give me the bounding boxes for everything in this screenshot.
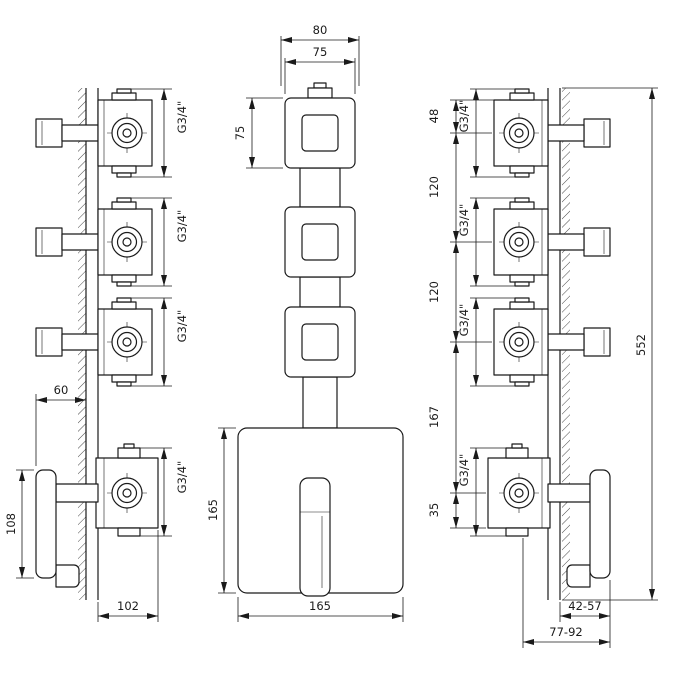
top-pipe-stub: [313, 82, 327, 89]
dim-label-102: 102: [117, 599, 139, 613]
dim-thread-right-mixer: G3/4": [457, 447, 508, 537]
front-view: [237, 82, 404, 597]
valve-3-side-mirrored: [493, 297, 611, 387]
dim-spacing-chain: 48 120 120 167 35: [427, 99, 494, 529]
dim-knob-projection: 42-57: [559, 580, 611, 648]
dim-overall-height: 552: [562, 87, 658, 601]
dim-thread-right-valve2: G3/4": [457, 197, 515, 287]
dim-label-75-width: 75: [313, 45, 328, 59]
dim-label-thread-l4: G3/4": [175, 461, 189, 494]
dim-label-42-57: 42-57: [568, 599, 601, 613]
dim-label-thread-l2: G3/4": [175, 210, 189, 243]
top-cap: [307, 87, 333, 99]
dim-label-thread-l1: G3/4": [175, 101, 189, 134]
connector-1: [299, 167, 341, 208]
dim-label-thread-r2: G3/4": [457, 204, 471, 237]
connector-2: [299, 276, 341, 308]
valve-3-side: [35, 297, 153, 387]
dim-label-120-upper: 120: [427, 176, 441, 198]
escutcheon-3: [284, 306, 356, 378]
mixer-lever-side: [35, 469, 99, 588]
valve-1-side-mirrored: [493, 88, 611, 178]
dim-label-thread-r3: G3/4": [457, 304, 471, 337]
dim-thread-left-valve3: G3/4": [131, 297, 189, 387]
dim-label-77-92: 77-92: [549, 625, 582, 639]
mixer-lever-side-mirrored: [547, 469, 611, 588]
dim-label-75-height: 75: [233, 126, 247, 141]
dim-label-48: 48: [427, 109, 441, 124]
left-side-view: [35, 88, 159, 600]
dim-label-thread-r4: G3/4": [457, 454, 471, 487]
dim-thread-left-valve1: G3/4": [131, 88, 189, 178]
dim-lever-projection: 60: [35, 383, 86, 466]
dim-label-552: 552: [634, 334, 648, 356]
mixer-lever-front: [299, 477, 331, 597]
valve-1-side: [35, 88, 153, 178]
dim-label-thread-l3: G3/4": [175, 310, 189, 343]
valve-2-side: [35, 197, 153, 287]
mixer-body-side: [95, 443, 159, 537]
dim-label-thread-r1: G3/4": [457, 100, 471, 133]
dim-thread-left-valve2: G3/4": [131, 197, 189, 287]
dim-label-167: 167: [427, 406, 441, 428]
dim-plate-width: 165: [237, 597, 404, 622]
right-side-view: [487, 88, 611, 600]
escutcheon-2: [284, 206, 356, 278]
dim-label-60: 60: [54, 383, 69, 397]
dim-escutcheon-height: 75: [233, 97, 283, 169]
dim-top-width-outer: 80: [280, 23, 360, 86]
dim-top-width-inner: 75: [284, 45, 356, 94]
connector-3: [302, 376, 338, 429]
dim-plate-height: 165: [206, 427, 236, 594]
dim-thread-right-valve1: G3/4": [457, 88, 515, 178]
dim-label-165-h: 165: [309, 599, 331, 613]
dim-label-35: 35: [427, 503, 441, 518]
dim-label-165-v: 165: [206, 499, 220, 521]
dim-body-depth: 102: [97, 530, 159, 622]
dim-label-108: 108: [4, 513, 18, 535]
dim-body-projection: 77-92: [522, 538, 610, 648]
valve-2-side-mirrored: [493, 197, 611, 287]
escutcheon-1: [284, 97, 356, 169]
mixer-body-side-mirrored: [487, 443, 551, 537]
dim-label-120-lower: 120: [427, 281, 441, 303]
dim-label-80: 80: [313, 23, 328, 37]
dim-lever-length: 108: [4, 469, 34, 579]
dim-thread-left-mixer: G3/4": [140, 447, 189, 537]
